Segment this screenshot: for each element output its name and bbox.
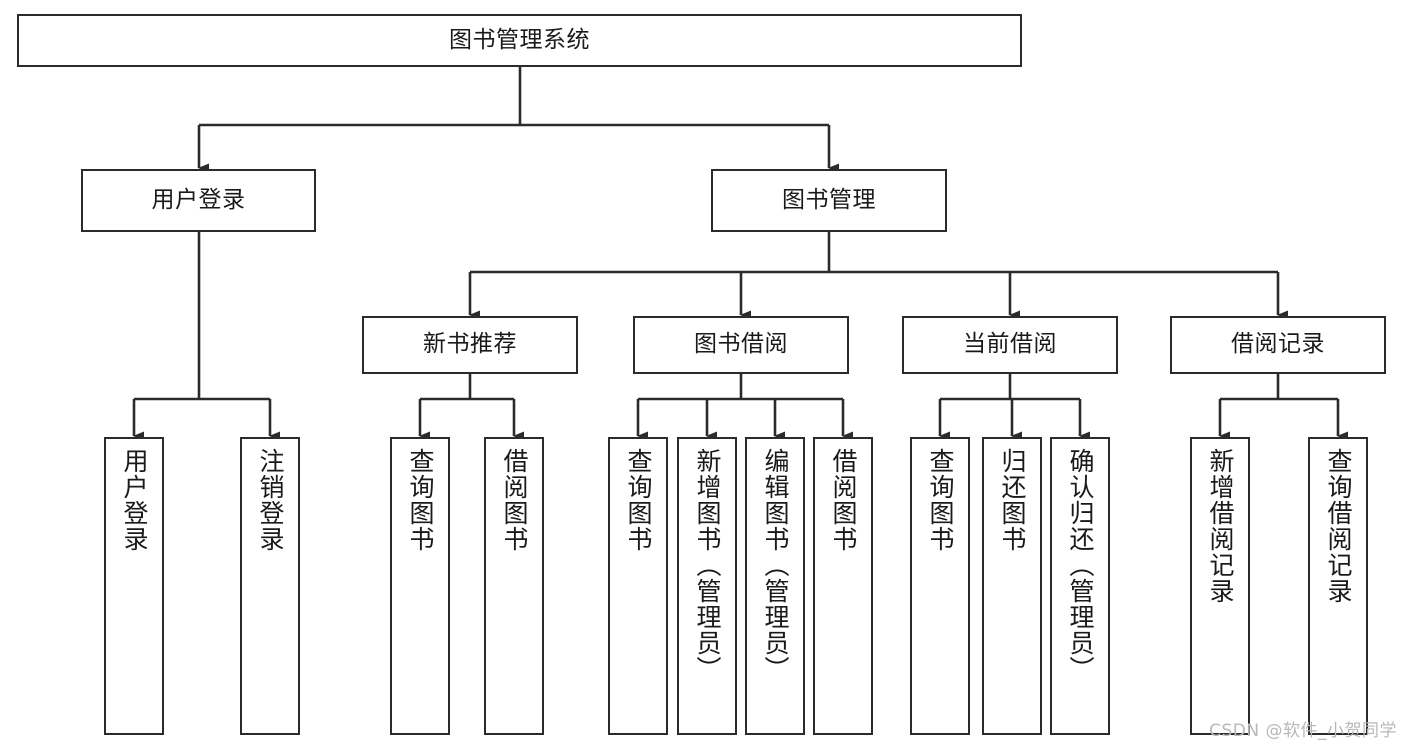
node-leaf-query-book-1[interactable]: 查询图书 (390, 437, 450, 735)
node-label: 借阅图书 (829, 448, 858, 552)
node-label: 注销登录 (256, 448, 285, 552)
node-book-manage[interactable]: 图书管理 (711, 169, 947, 232)
watermark-text: CSDN @软件_小贺同学 (1209, 721, 1397, 741)
node-label: 编辑图书（管理员） (761, 448, 790, 682)
node-leaf-return-book[interactable]: 归还图书 (982, 437, 1042, 735)
node-label: 图书借阅 (694, 331, 788, 358)
node-new-book-rec[interactable]: 新书推荐 (362, 316, 578, 374)
node-current-borrow[interactable]: 当前借阅 (902, 316, 1118, 374)
node-label: 新增图书（管理员） (693, 448, 722, 682)
node-label: 新书推荐 (423, 331, 517, 358)
node-leaf-query-book-2[interactable]: 查询图书 (608, 437, 668, 735)
node-label: 用户登录 (120, 448, 149, 552)
node-label: 查询图书 (926, 448, 955, 552)
node-leaf-add-book[interactable]: 新增图书（管理员） (677, 437, 737, 735)
node-leaf-confirm-ret[interactable]: 确认归还（管理员） (1050, 437, 1110, 735)
node-label: 当前借阅 (963, 331, 1057, 358)
node-label: 借阅记录 (1231, 331, 1325, 358)
node-leaf-query-record[interactable]: 查询借阅记录 (1308, 437, 1368, 735)
node-leaf-edit-book[interactable]: 编辑图书（管理员） (745, 437, 805, 735)
node-label: 确认归还（管理员） (1066, 448, 1095, 682)
node-book-borrow[interactable]: 图书借阅 (633, 316, 849, 374)
node-user-login[interactable]: 用户登录 (81, 169, 316, 232)
node-label: 归还图书 (998, 448, 1027, 552)
node-label: 图书管理系统 (449, 26, 590, 53)
node-leaf-add-record[interactable]: 新增借阅记录 (1190, 437, 1250, 735)
node-root[interactable]: 图书管理系统 (17, 14, 1022, 67)
node-leaf-logout[interactable]: 注销登录 (240, 437, 300, 735)
node-label: 新增借阅记录 (1206, 448, 1235, 604)
node-label: 用户登录 (151, 186, 246, 213)
node-label: 查询图书 (406, 448, 435, 552)
node-label: 借阅图书 (500, 448, 529, 552)
node-label: 查询借阅记录 (1324, 448, 1353, 604)
node-label: 图书管理 (782, 186, 876, 213)
node-label: 查询图书 (624, 448, 653, 552)
node-leaf-borrow-book-2[interactable]: 借阅图书 (813, 437, 873, 735)
node-borrow-record[interactable]: 借阅记录 (1170, 316, 1386, 374)
node-leaf-query-book-3[interactable]: 查询图书 (910, 437, 970, 735)
node-leaf-borrow-book-1[interactable]: 借阅图书 (484, 437, 544, 735)
node-leaf-user-login[interactable]: 用户登录 (104, 437, 164, 735)
